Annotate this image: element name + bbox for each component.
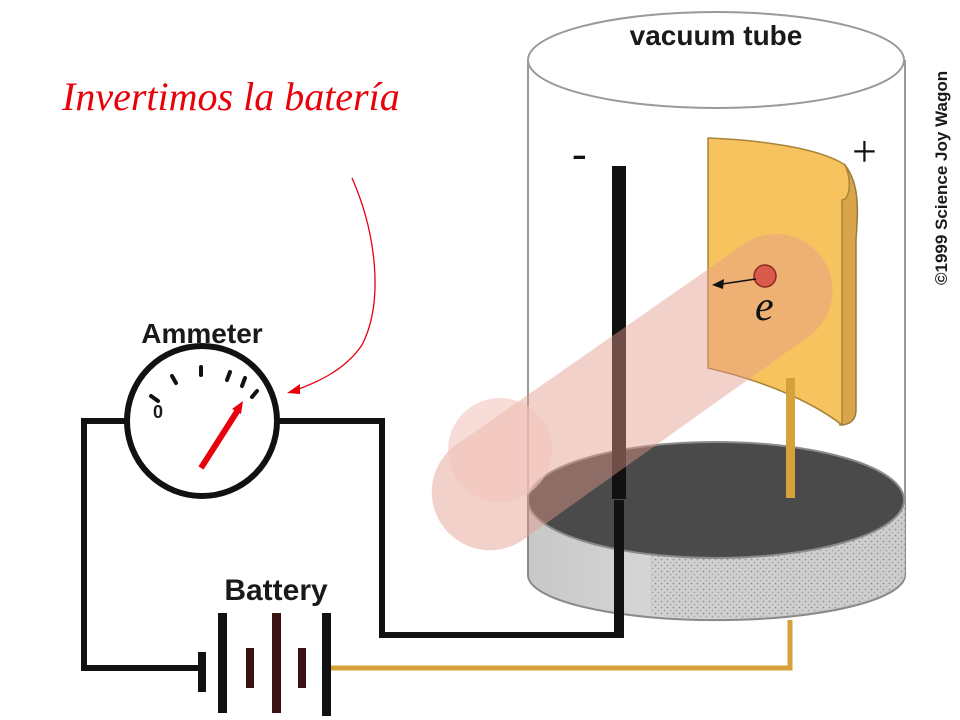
annotation-arrow	[295, 177, 376, 391]
battery-cell-short	[246, 648, 254, 688]
electron-beam	[431, 234, 833, 551]
anode-lead	[786, 378, 795, 498]
tube-base-stipple	[650, 500, 905, 618]
slide-title: Invertimos la batería	[61, 74, 400, 119]
electron-arrowhead	[712, 279, 724, 289]
ammeter-tick	[149, 394, 160, 403]
battery-cell-short	[298, 648, 306, 688]
wire-battery-anode	[330, 620, 793, 671]
ammeter-needle-tip	[232, 401, 243, 414]
ammeter-tick	[225, 370, 232, 382]
annotation-arrowhead	[287, 384, 300, 394]
ammeter-tick	[250, 389, 259, 399]
wire-left	[81, 418, 200, 671]
ammeter-ticks	[149, 365, 259, 403]
circuit-wires	[81, 418, 793, 671]
battery-cell-long	[322, 613, 331, 716]
anode-plate-front	[707, 137, 850, 427]
electron-label: e	[755, 284, 774, 330]
anode-plate-back	[839, 163, 859, 426]
electron-arrow	[721, 278, 757, 285]
cathode-sign: -	[572, 129, 587, 178]
battery-label: Battery	[224, 574, 328, 607]
wire-ammeter-right	[278, 418, 624, 638]
tube-top	[527, 11, 905, 109]
beam-end	[448, 398, 552, 502]
ammeter-dial	[124, 343, 280, 499]
ammeter-tick	[170, 374, 178, 385]
electron-dot	[753, 264, 777, 288]
anode-plate	[707, 137, 859, 498]
electron: e	[712, 264, 777, 330]
copyright-text: ©1999 Science Joy Wagon	[932, 71, 951, 285]
ammeter-needle	[198, 408, 241, 470]
ammeter-tick	[240, 376, 247, 388]
cathode-rod	[612, 166, 626, 499]
tube-label: vacuum tube	[630, 20, 803, 51]
battery-cell-long	[272, 613, 281, 713]
battery-cell-short	[198, 652, 206, 692]
ammeter-zero: 0	[153, 402, 163, 422]
battery: Battery	[198, 574, 331, 716]
battery-cell-long	[218, 613, 227, 713]
ammeter: Ammeter 0	[124, 318, 280, 499]
anode-sign: +	[852, 127, 877, 176]
